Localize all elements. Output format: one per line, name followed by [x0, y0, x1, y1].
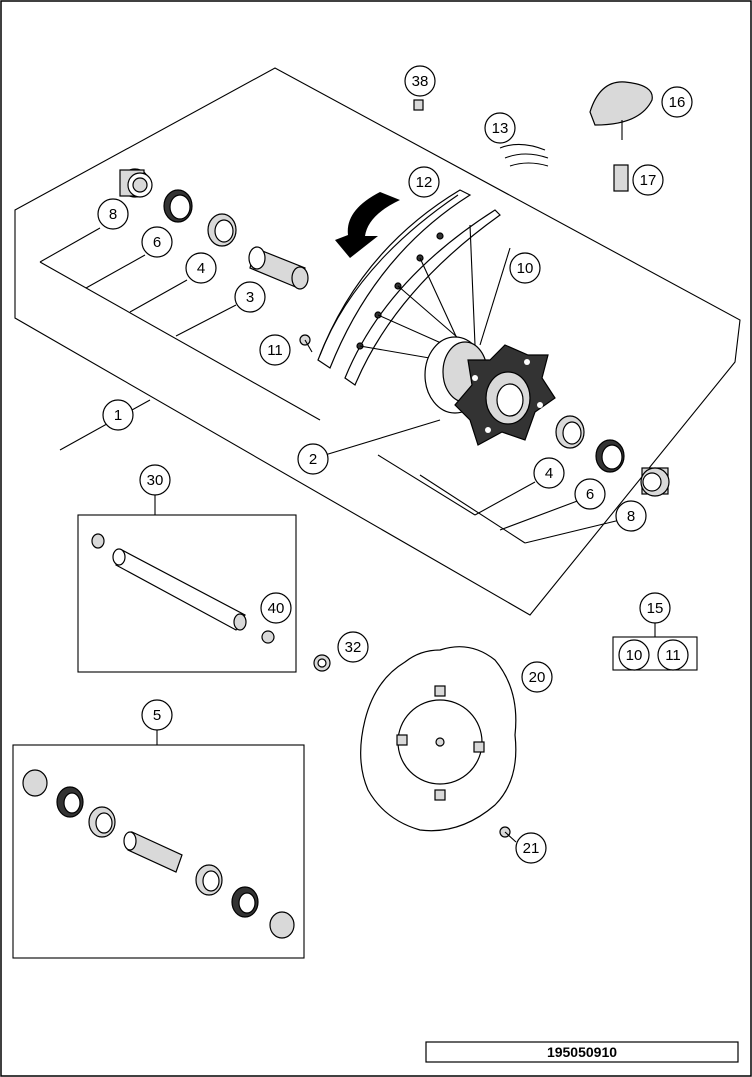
svg-text:16: 16	[669, 94, 686, 111]
tube-part-16	[589, 81, 653, 140]
svg-text:13: 13	[492, 120, 509, 137]
svg-text:10: 10	[517, 260, 534, 277]
svg-text:4: 4	[545, 465, 553, 482]
svg-text:8: 8	[109, 206, 117, 223]
nut-part-17	[613, 164, 629, 192]
leader-4-bottom	[474, 481, 536, 516]
callout-30: 30	[139, 464, 171, 496]
callout-40: 40	[260, 592, 292, 624]
svg-text:11: 11	[665, 647, 681, 664]
spacer-part-32	[313, 654, 331, 672]
axle-kit-box	[77, 514, 297, 673]
screw-part-11	[299, 334, 313, 353]
callout-5: 5	[141, 699, 173, 731]
callout-8-bottom: 8	[615, 500, 647, 532]
valve-cap-part-38	[413, 99, 424, 111]
callout-32: 32	[337, 631, 369, 663]
hub-part-2	[424, 336, 556, 446]
callout-4-bottom: 4	[533, 457, 565, 489]
svg-text:20: 20	[529, 669, 546, 686]
callout-11-box: 11	[657, 639, 689, 671]
spokes-part-10	[359, 224, 511, 366]
leader-8-bottom	[524, 519, 621, 544]
svg-text:15: 15	[647, 600, 664, 617]
bearing-part-4-bottom	[555, 415, 585, 449]
callout-2: 2	[297, 443, 329, 475]
svg-text:32: 32	[345, 639, 362, 656]
callout-3: 3	[234, 281, 266, 313]
callout-38: 38	[404, 65, 436, 97]
leader-bottom-a	[39, 261, 321, 421]
svg-text:12: 12	[416, 174, 433, 191]
bearing-kit-box	[12, 744, 305, 959]
svg-text:6: 6	[586, 486, 594, 503]
axle-part-30	[91, 533, 247, 631]
leader-2	[324, 419, 441, 456]
svg-text:11: 11	[267, 342, 283, 359]
callout-6-bottom: 6	[574, 478, 606, 510]
svg-text:30: 30	[147, 472, 164, 489]
callout-10-box: 10	[618, 639, 650, 671]
svg-text:38: 38	[412, 73, 429, 90]
callout-16: 16	[661, 86, 693, 118]
callout-6-top: 6	[141, 226, 173, 258]
callout-10-top: 10	[509, 252, 541, 284]
callout-21: 21	[515, 832, 547, 864]
callout-8-top: 8	[97, 198, 129, 230]
wheel-assembly-outline	[14, 67, 741, 616]
leader-8-top	[39, 227, 101, 263]
svg-text:17: 17	[640, 172, 657, 189]
svg-text:2: 2	[309, 451, 317, 468]
leader-3	[175, 304, 237, 337]
svg-text:5: 5	[153, 707, 161, 724]
screw-part-21	[499, 826, 517, 843]
callout-1: 1	[102, 399, 134, 431]
spacer-tube-part-3	[248, 246, 309, 290]
bearing-part-4-top	[207, 213, 237, 247]
nut-part-40	[261, 630, 275, 644]
svg-text:6: 6	[153, 234, 161, 251]
seal-part-6-bottom	[595, 439, 625, 473]
leader-1	[59, 399, 151, 451]
leader-bottom-b	[377, 454, 476, 516]
callout-15: 15	[639, 592, 671, 624]
leader-6-bottom	[499, 499, 581, 531]
svg-text:8: 8	[627, 508, 635, 525]
callout-12: 12	[408, 166, 440, 198]
leader-bottom-c	[419, 474, 526, 544]
drawing-number: 195050910	[547, 1044, 617, 1060]
callout-13: 13	[484, 112, 516, 144]
callout-11-top: 11	[259, 334, 291, 366]
svg-text:21: 21	[523, 840, 540, 857]
svg-text:4: 4	[197, 260, 205, 277]
brake-disc-part-20	[360, 646, 517, 832]
collar-part-8-top	[119, 168, 153, 198]
svg-text:3: 3	[246, 289, 254, 306]
leader-4-top	[129, 279, 188, 313]
rim-tape-part-13	[499, 143, 549, 167]
drawing-number-box: 195050910	[425, 1041, 739, 1063]
rotation-arrow-icon	[335, 192, 400, 258]
leader-6-top	[85, 254, 146, 289]
svg-text:1: 1	[114, 407, 122, 424]
bearing-kit-parts	[22, 769, 295, 939]
svg-text:40: 40	[268, 600, 285, 617]
seal-part-6-top	[163, 189, 193, 223]
svg-text:10: 10	[626, 647, 643, 664]
callout-17: 17	[632, 164, 664, 196]
collar-part-8-bottom	[640, 467, 670, 497]
callout-20: 20	[521, 661, 553, 693]
callout-4-top: 4	[185, 252, 217, 284]
